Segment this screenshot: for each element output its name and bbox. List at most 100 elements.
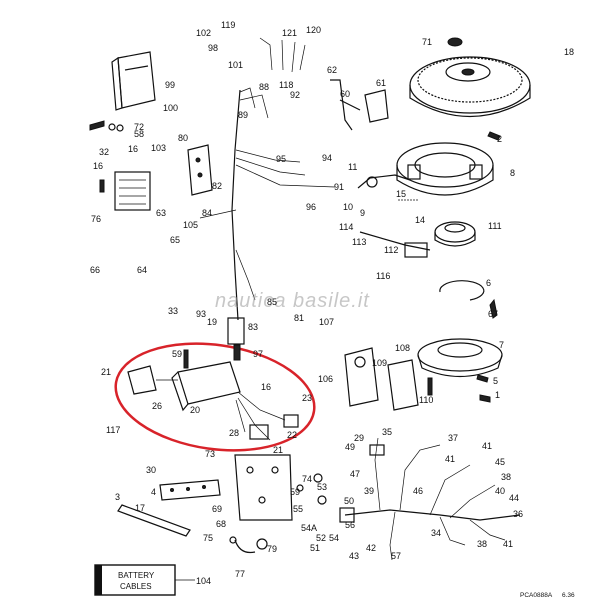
callout-1: 1	[495, 390, 500, 400]
callout-102: 102	[196, 28, 211, 38]
callout-11: 11	[348, 162, 357, 172]
retaining-ring	[439, 280, 485, 301]
callout-9: 9	[360, 208, 365, 218]
callout-35: 35	[382, 427, 392, 437]
callout-88: 88	[259, 82, 269, 92]
callout-65: 65	[170, 235, 180, 245]
callout-107: 107	[319, 317, 334, 327]
callout-94: 94	[322, 153, 332, 163]
callout-98: 98	[208, 43, 218, 53]
callout-10: 10	[343, 202, 353, 212]
rectifier	[114, 171, 151, 211]
callout-42: 42	[366, 543, 376, 553]
callout-7: 7	[499, 340, 504, 350]
lower-wiring-harness	[339, 437, 521, 561]
callout-71: 71	[422, 37, 432, 47]
flywheel	[409, 56, 531, 118]
callout-54A: 54A	[301, 523, 317, 533]
callout-109: 109	[372, 358, 387, 368]
callout-14: 14	[415, 215, 425, 225]
figure-page: 6.36	[562, 592, 575, 599]
callout-47: 47	[350, 469, 360, 479]
flywheel-nut	[447, 37, 463, 47]
callout-92: 92	[290, 90, 300, 100]
callout-41-top: 41	[482, 441, 492, 451]
callout-8: 8	[510, 168, 515, 178]
callout-38-bottom: 38	[477, 539, 487, 549]
callout-91: 91	[334, 182, 344, 192]
callout-93: 93	[196, 309, 206, 319]
callout-60: 60	[340, 89, 350, 99]
callout-95: 95	[276, 154, 286, 164]
battery-cables-line1: BATTERY	[118, 571, 155, 580]
callout-114: 114	[339, 222, 353, 232]
callout-41-bottom: 41	[503, 539, 513, 549]
callout-55: 55	[293, 504, 303, 514]
callout-6: 6	[486, 278, 491, 288]
callout-112: 112	[384, 245, 398, 255]
callout-58: 58	[134, 129, 144, 139]
callout-46: 46	[413, 486, 423, 496]
callout-38-right: 38	[501, 472, 511, 482]
ignition-coil	[330, 79, 389, 131]
main-wiring-harness	[199, 87, 336, 345]
callout-72: 72	[134, 122, 144, 132]
callout-20: 20	[190, 405, 200, 415]
callout-63: 63	[156, 208, 166, 218]
callout-45: 45	[495, 457, 505, 467]
timer-base	[417, 338, 503, 377]
callout-16-left: 16	[93, 161, 103, 171]
callout-108: 108	[395, 343, 410, 353]
callout-113: 113	[352, 237, 366, 247]
callout-96: 96	[306, 202, 316, 212]
callout-43: 43	[349, 551, 359, 561]
callout-49: 49	[345, 442, 355, 452]
callout-57: 57	[391, 551, 401, 561]
terminal-strip	[159, 479, 221, 501]
callout-33: 33	[168, 306, 178, 316]
callout-56: 56	[345, 520, 355, 530]
cover-strip	[117, 504, 191, 537]
callout-34: 34	[431, 528, 441, 538]
callout-28: 28	[229, 428, 239, 438]
callout-59-bottom: 59	[290, 487, 300, 497]
callout-39: 39	[364, 486, 374, 496]
callout-110: 110	[419, 395, 433, 405]
battery-cables-box: BATTERY CABLES	[94, 564, 195, 596]
callout-5: 5	[493, 376, 498, 386]
callout-16-top: 16	[128, 144, 138, 154]
callout-18: 18	[564, 47, 574, 57]
callout-22: 22	[287, 430, 297, 440]
callout-23: 23	[302, 393, 312, 403]
callout-77: 77	[235, 569, 245, 579]
callout-83: 83	[248, 322, 258, 332]
callout-61: 61	[376, 78, 386, 88]
battery-cables-line2: CABLES	[120, 582, 152, 591]
part-number-callouts: 102 98 99 101 100 119 121 120 118 71 18 …	[90, 20, 574, 586]
callout-36: 36	[513, 509, 523, 519]
callout-59-top: 59	[172, 349, 182, 359]
callout-74: 74	[302, 474, 312, 484]
callout-40: 40	[495, 486, 505, 496]
callout-104: 104	[196, 576, 211, 586]
callout-111: 111	[488, 221, 502, 231]
callout-76-top: 76	[91, 214, 101, 224]
callout-32: 32	[99, 147, 109, 157]
callout-4: 4	[151, 487, 156, 497]
callout-101: 101	[228, 60, 243, 70]
callout-26: 26	[152, 401, 162, 411]
callout-80: 80	[178, 133, 188, 143]
callout-15: 15	[396, 189, 406, 199]
switch-lever	[357, 174, 418, 201]
callout-54: 54	[329, 533, 339, 543]
callout-67: 67	[488, 309, 498, 319]
callout-82: 82	[212, 181, 222, 191]
callout-97: 97	[253, 349, 263, 359]
callout-103: 103	[151, 143, 166, 153]
callout-84: 84	[202, 208, 212, 218]
spark-plug-leads	[259, 37, 306, 73]
screws-and-fasteners	[89, 120, 501, 550]
sensor-coil	[434, 221, 476, 247]
callout-51: 51	[310, 543, 320, 553]
